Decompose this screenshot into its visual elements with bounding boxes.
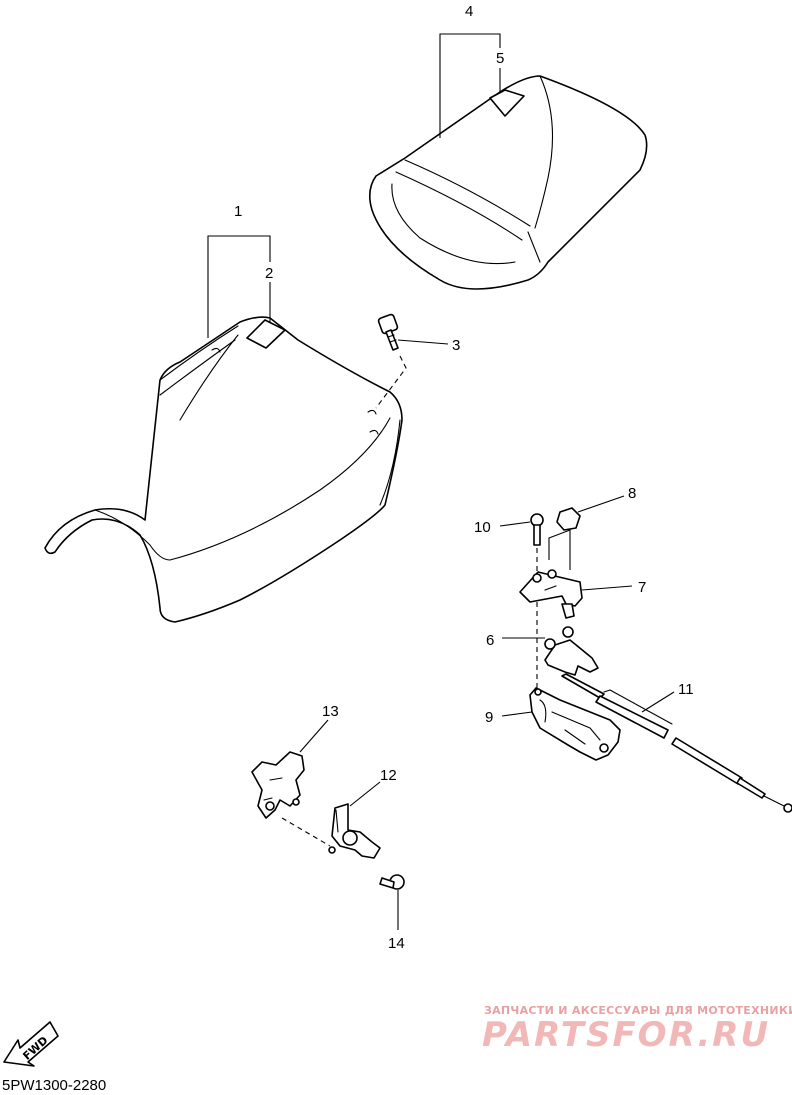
callout-4: 4 — [465, 3, 473, 20]
callout-6: 6 — [486, 632, 494, 649]
front-seat — [44, 316, 403, 623]
rear-seat — [368, 75, 648, 290]
watermark-caption: ЗАПЧАСТИ И АКСЕССУАРЫ ДЛЯ МОТОТЕХНИКИ — [484, 1004, 792, 1017]
callout-14: 14 — [388, 935, 405, 952]
callout-1: 1 — [234, 203, 242, 220]
callout-5: 5 — [496, 50, 504, 67]
latch-assembly — [519, 507, 792, 813]
forward-arrow-icon: FWD — [3, 1021, 59, 1067]
callout-3: 3 — [452, 337, 460, 354]
watermark: ЗАПЧАСТИ И АКСЕССУАРЫ ДЛЯ МОТОТЕХНИКИ PA… — [482, 1004, 792, 1055]
callout-7: 7 — [638, 579, 646, 596]
callout-9: 9 — [485, 709, 493, 726]
lock-assembly — [251, 751, 405, 930]
callout-labels: 1 2 3 4 5 6 7 8 9 10 11 12 13 14 — [234, 3, 694, 952]
callout-13: 13 — [322, 703, 339, 720]
callout-2: 2 — [265, 265, 273, 282]
bolt-3 — [375, 313, 407, 409]
callout-8: 8 — [628, 485, 636, 502]
watermark-brand: PARTSFOR.RU — [482, 1015, 770, 1055]
callout-10: 10 — [474, 519, 491, 536]
callout-12: 12 — [380, 767, 397, 784]
leader-lines — [207, 33, 675, 807]
callout-11: 11 — [678, 681, 694, 698]
drawing-code: 5PW1300-2280 — [2, 1077, 106, 1094]
